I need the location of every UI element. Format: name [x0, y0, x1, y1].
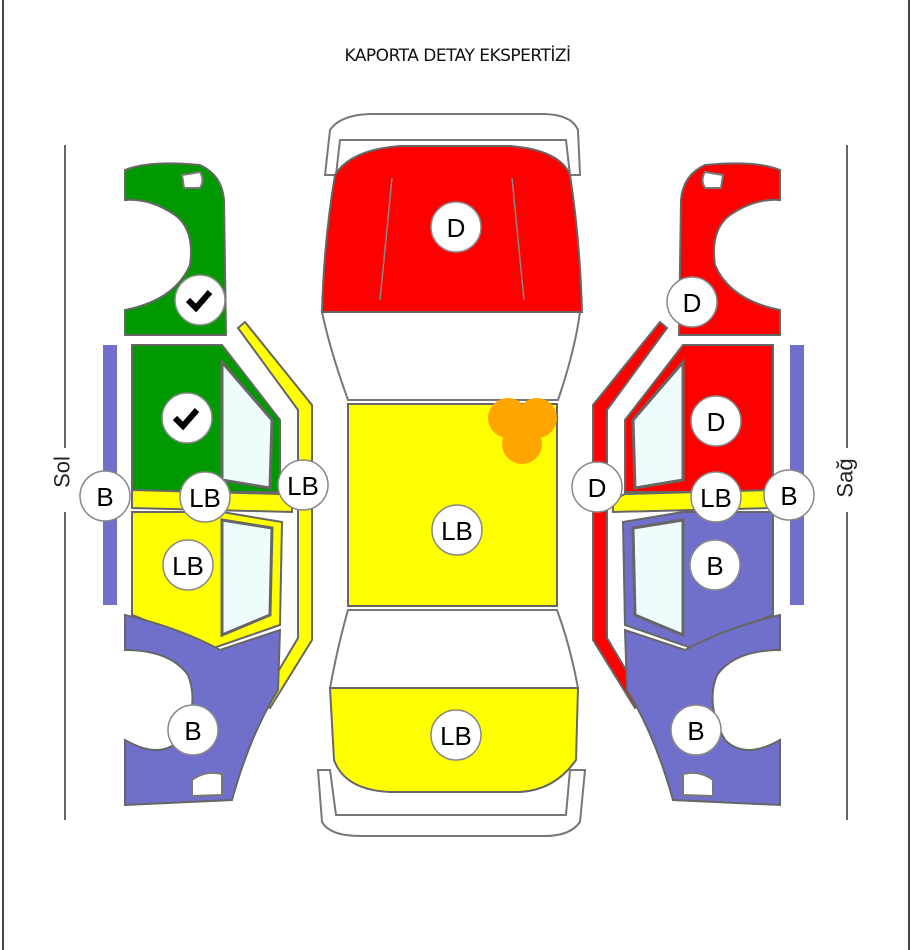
left-front-fender-status [174, 274, 226, 326]
right-rear-fender-label: B [670, 704, 722, 756]
right-rocker-label: B [763, 469, 815, 521]
right-front-fender-label: D [666, 276, 718, 328]
hood-crease [511, 177, 525, 301]
right-rear-window [631, 518, 685, 638]
svg-text:LB: LB [441, 516, 473, 546]
left-tail-light [191, 771, 223, 798]
hood-crease [379, 177, 393, 301]
left-mirror [180, 170, 204, 189]
svg-text:D: D [683, 288, 702, 318]
left-rear-window [220, 518, 274, 638]
svg-text:LB: LB [287, 471, 319, 501]
left-pillar-label: LB [277, 459, 329, 511]
trunk-label: LB [430, 709, 482, 761]
left-front-door-status [161, 392, 213, 444]
svg-text:LB: LB [440, 721, 472, 751]
svg-text:LB: LB [700, 483, 732, 513]
svg-text:B: B [780, 481, 797, 511]
rear-window[interactable] [328, 609, 580, 689]
roof-label: LB [431, 504, 483, 556]
svg-text:B: B [706, 551, 723, 581]
left-side-label: Sol [50, 456, 75, 488]
right-side-label: Sağ [833, 458, 858, 497]
dent-mark [502, 424, 542, 464]
right-sill-label: LB [690, 471, 742, 523]
right-front-door-label: D [690, 395, 742, 447]
svg-text:D: D [447, 213, 466, 243]
svg-text:LB: LB [172, 551, 204, 581]
windshield[interactable] [320, 311, 582, 401]
right-front-window [631, 357, 685, 490]
left-rocker-label: B [79, 470, 131, 522]
svg-text:B: B [184, 716, 201, 746]
right-pillar-label: D [571, 461, 623, 513]
svg-text:B: B [96, 482, 113, 512]
left-sill-label: LB [179, 471, 231, 523]
dent-marks [488, 398, 557, 464]
svg-text:LB: LB [189, 483, 221, 513]
svg-text:D: D [588, 473, 607, 503]
check-icon [185, 290, 213, 313]
left-rear-door-label: LB [162, 539, 214, 591]
check-icon [172, 408, 200, 431]
rear-bumper[interactable] [316, 769, 587, 837]
svg-text:D: D [707, 407, 726, 437]
right-rear-door-label: B [689, 539, 741, 591]
hood-label: D [430, 201, 482, 253]
left-front-window [220, 357, 274, 490]
front-bumper[interactable] [323, 113, 582, 176]
page-title: KAPORTA DETAY EKSPERTİZİ [344, 46, 571, 66]
svg-text:B: B [687, 716, 704, 746]
left-rear-fender-label: B [167, 704, 219, 756]
right-tail-light [682, 771, 714, 798]
right-mirror [701, 170, 725, 189]
